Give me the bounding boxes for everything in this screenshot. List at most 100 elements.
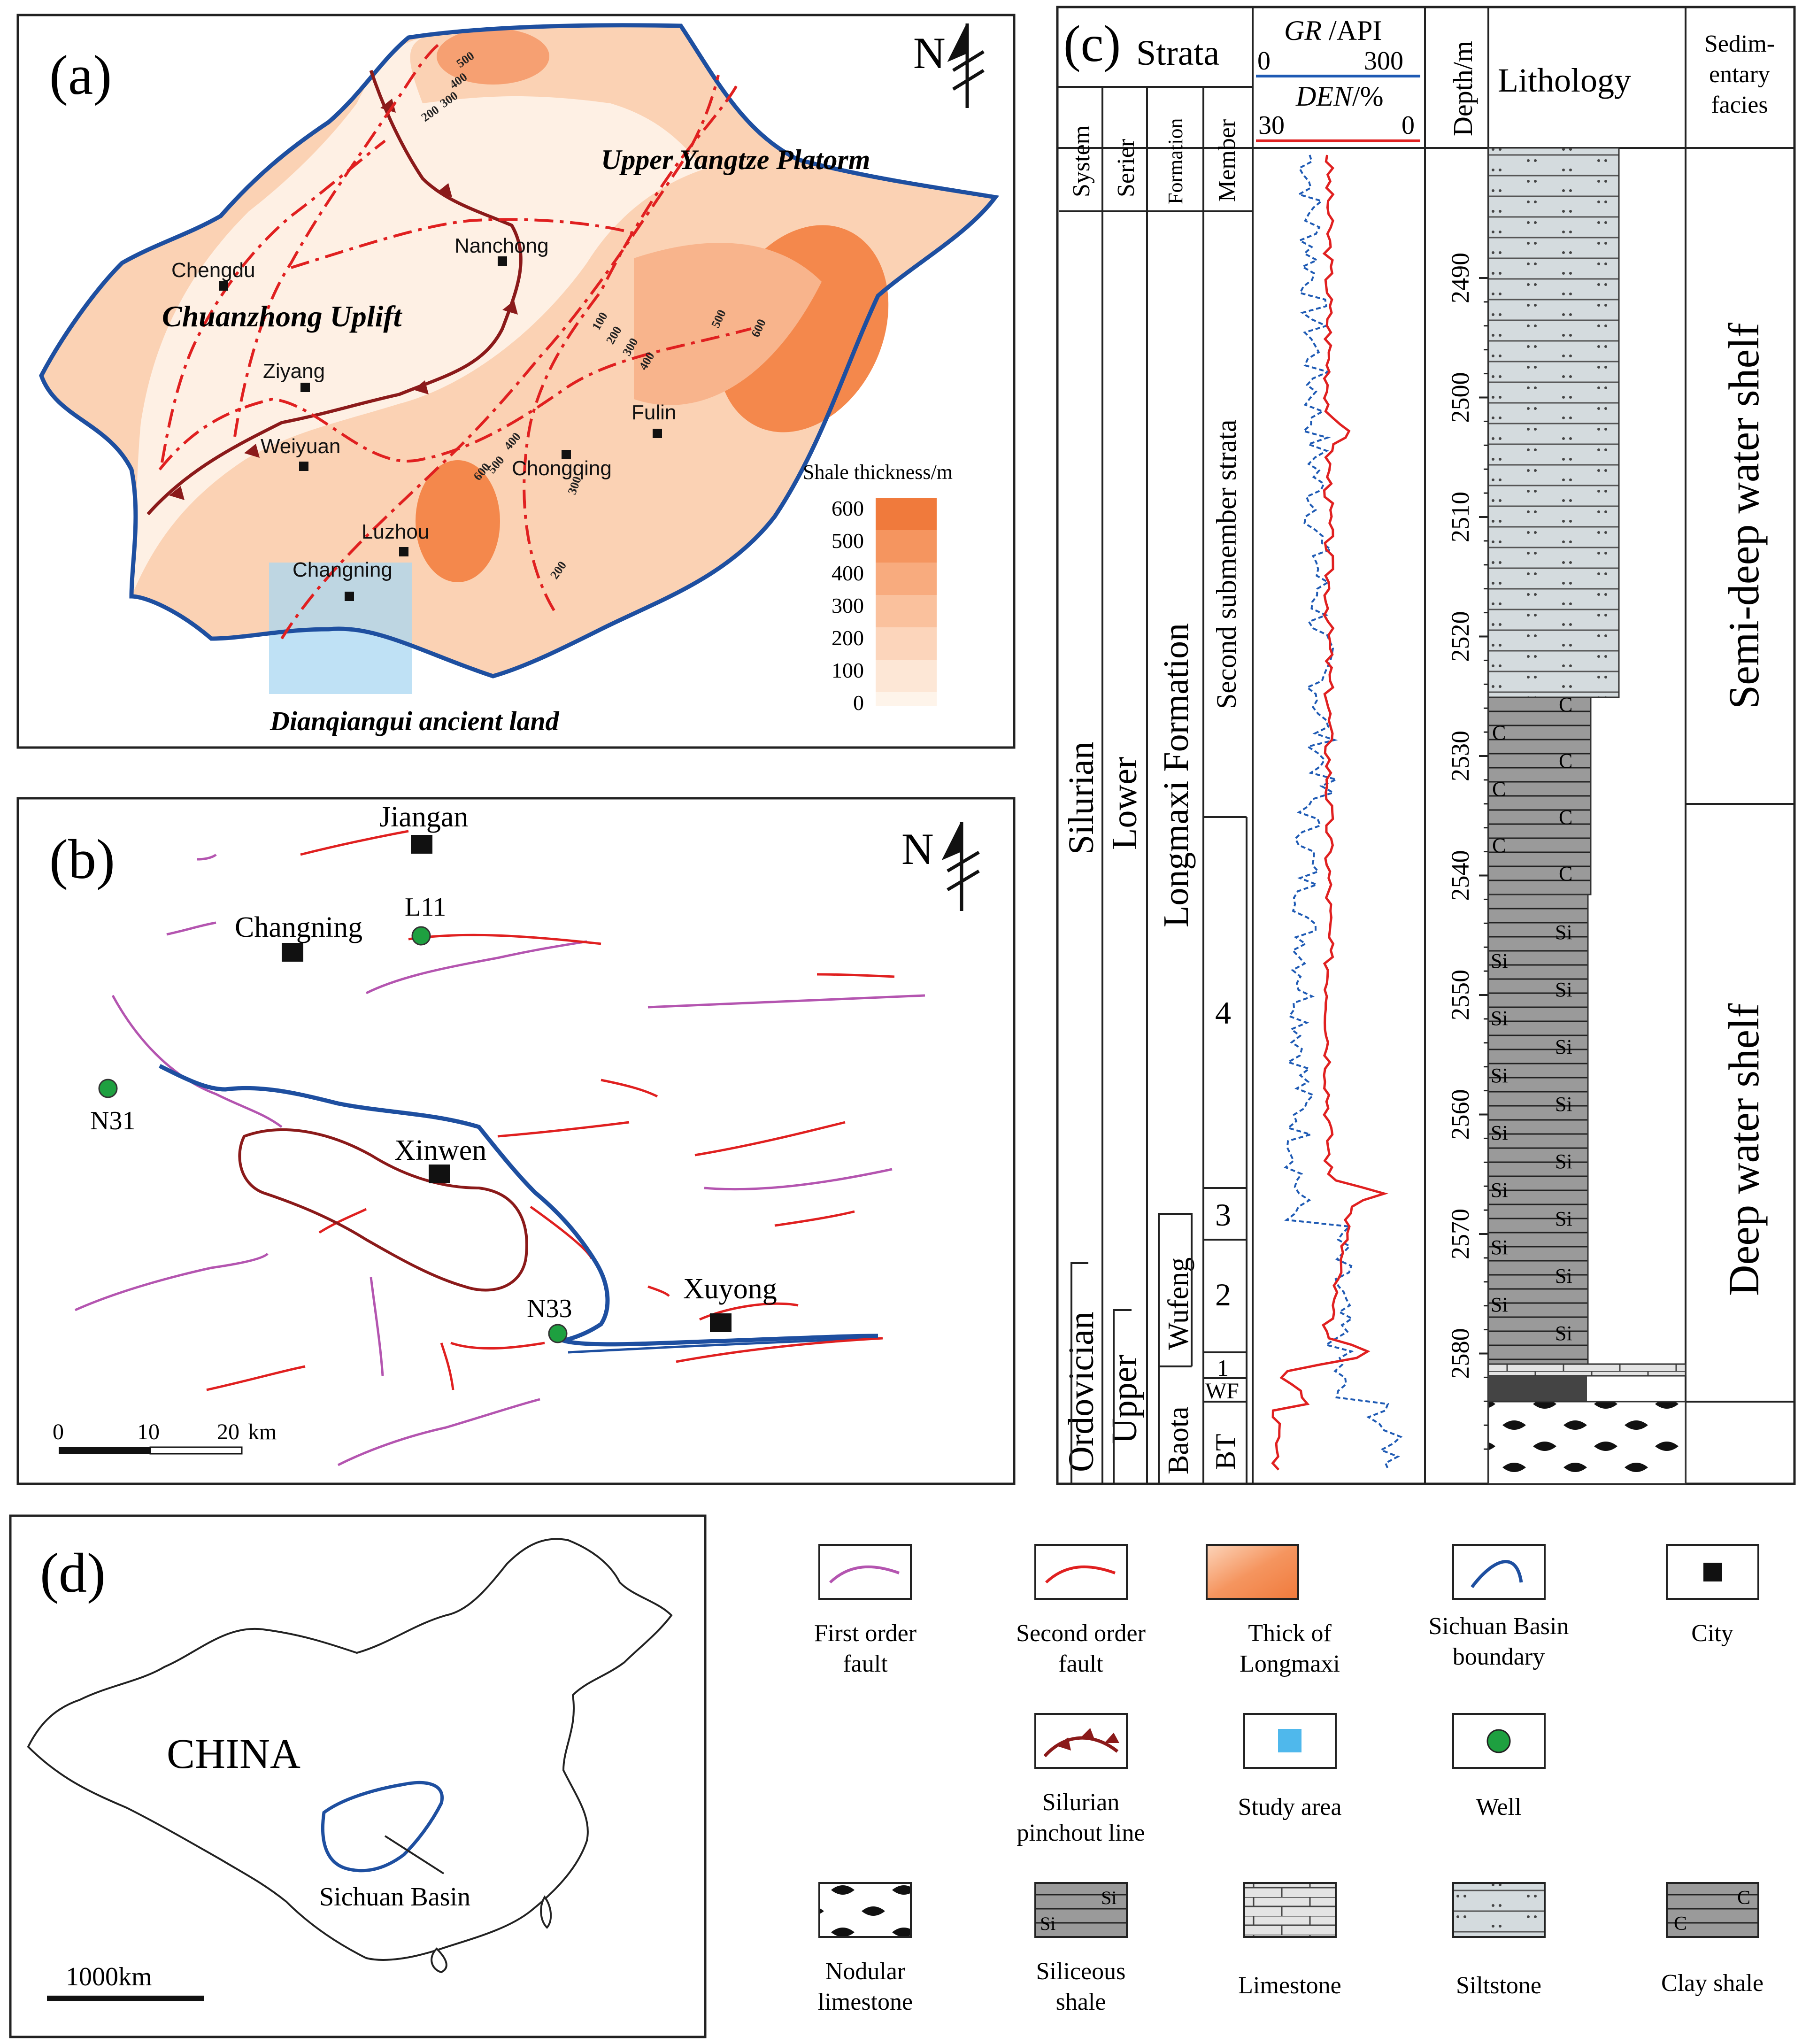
gr-curve	[1284, 154, 1403, 1470]
panel-label-b: (b)	[49, 828, 115, 890]
panel-b-frame	[16, 797, 1016, 1485]
legend-label-limestone: Limestone	[1238, 1972, 1341, 1999]
scale-tick-10: 10	[137, 1419, 160, 1444]
panel-label-c: (c)	[1063, 15, 1121, 72]
strata-header: Strata	[1136, 33, 1219, 73]
legend-nodular-swatch	[818, 1882, 912, 1938]
panel-c: (c) Strata GR /API 0 300 DEN /% 30 0 Dep…	[1056, 6, 1796, 1485]
thickness-swatch	[876, 595, 937, 627]
north-icon	[941, 822, 980, 911]
study-area-icon	[1278, 1729, 1301, 1752]
member-1: 1	[1217, 1355, 1229, 1381]
den-max: 0	[1402, 111, 1415, 140]
north-arrow-b: N	[901, 822, 980, 911]
member-2: 2	[1215, 1277, 1231, 1312]
legend-pinchout	[1034, 1713, 1128, 1769]
gr-min: 0	[1257, 46, 1271, 76]
lith-nodular-limestone	[1487, 1401, 1686, 1485]
legend-well	[1452, 1713, 1546, 1769]
svg-text:C: C	[1737, 1887, 1750, 1909]
depth-label: 2530	[1446, 731, 1474, 781]
panel-label-d: (d)	[40, 1542, 106, 1604]
depth-label: 2570	[1446, 1209, 1474, 1259]
den-label: DEN	[1295, 81, 1354, 112]
city-marker	[498, 256, 507, 266]
well-label-n31: N31	[90, 1106, 135, 1135]
lith-symbol-siliceous: Si	[1555, 1035, 1572, 1058]
thickness-band	[634, 243, 822, 405]
lith-symbol-clay: C	[1559, 693, 1572, 716]
thickness-level-label: 600	[832, 496, 864, 520]
north-icon	[947, 23, 985, 108]
depth-label: 2580	[1446, 1328, 1474, 1379]
town-marker	[429, 1165, 450, 1183]
gr-unit: /API	[1329, 15, 1382, 46]
system-silurian: Silurian	[1062, 741, 1101, 855]
sichuan-basin-outline	[321, 1781, 444, 1873]
legend-siltstone-swatch	[1452, 1882, 1546, 1938]
well-label-l11: L11	[405, 893, 446, 922]
thickness-swatch	[876, 530, 937, 563]
china-outline	[27, 1538, 673, 1961]
den-curve	[1271, 154, 1389, 1471]
city-marker	[219, 281, 228, 291]
lith-limestone	[1487, 1363, 1686, 1377]
wells-b	[98, 926, 568, 1343]
sub-header-member: Member	[1214, 119, 1240, 202]
facies-deep: Deep water shelf	[1720, 1003, 1768, 1296]
towns-b	[282, 835, 732, 1332]
city-label-luzhou: Luzhou	[362, 520, 429, 543]
town-label-xinwen: Xinwen	[394, 1134, 486, 1166]
panel-d: (d) CHINA Sichuan Basin 1000km	[9, 1514, 707, 2038]
pinchout-line-a	[146, 69, 523, 516]
region-label-uplift: Chuanzhong Uplift	[162, 300, 403, 333]
svg-text:C: C	[1674, 1913, 1687, 1935]
lith-symbol-siliceous: Si	[1555, 921, 1572, 944]
formation-longmaxi: Longmaxi Formation	[1156, 623, 1196, 927]
region-label-platform: Upper Yangtze Platorm	[601, 144, 870, 175]
basin-leader-line	[384, 1835, 445, 1874]
lith-symbol-clay: C	[1492, 778, 1506, 801]
sub-header-serier: Serier	[1113, 139, 1140, 197]
north-label-b: N	[901, 824, 934, 874]
city-marker	[653, 429, 662, 438]
legend-label-city: City	[1691, 1620, 1733, 1647]
faults-a	[158, 41, 752, 640]
depth-label: 2540	[1446, 850, 1474, 901]
depth-label: 2550	[1446, 970, 1474, 1020]
lith-symbol-siliceous: Si	[1491, 1293, 1508, 1316]
city-marker	[399, 547, 408, 556]
thickness-level-label: 0	[853, 691, 864, 715]
depth-label: 2520	[1446, 611, 1474, 662]
thickness-swatch	[876, 692, 937, 706]
city-labels-a: Chengdu Nanchong Ziyang Weiyuan Chongqin…	[171, 234, 676, 581]
taiwan-outline	[540, 1895, 552, 1929]
lith-symbol-clay: C	[1559, 862, 1572, 885]
legend-study-area	[1243, 1713, 1337, 1769]
lith-dark-shale	[1488, 1376, 1587, 1402]
lith-symbol-siliceous: Si	[1491, 1179, 1508, 1202]
well-marker-n33	[548, 1324, 568, 1343]
sichuan-basin-label: Sichuan Basin	[319, 1882, 470, 1912]
legend-second-order-fault	[1034, 1544, 1128, 1600]
town-marker	[411, 835, 432, 854]
stratigraphy: Silurian Ordovician Lower Upper Longmaxi…	[1062, 623, 1196, 1474]
svg-text:Si: Si	[1101, 1887, 1117, 1908]
formation-wufeng: Wufeng	[1163, 1257, 1194, 1350]
thickness-level-label: 400	[832, 561, 864, 585]
thickness-swatch	[876, 627, 937, 660]
legend-city	[1666, 1544, 1759, 1600]
uplift-fill	[131, 38, 704, 596]
lith-symbol-clay: C	[1559, 806, 1572, 829]
lith-symbol-siliceous: Si	[1555, 1150, 1572, 1173]
thickness-level-label: 200	[832, 626, 864, 650]
lith-symbol-siliceous: Si	[1491, 1007, 1508, 1030]
city-label-nanchong: Nanchong	[454, 234, 549, 257]
strata-dividers	[1070, 816, 1248, 1484]
legend-label-clay: Clay shale	[1661, 1970, 1763, 1997]
